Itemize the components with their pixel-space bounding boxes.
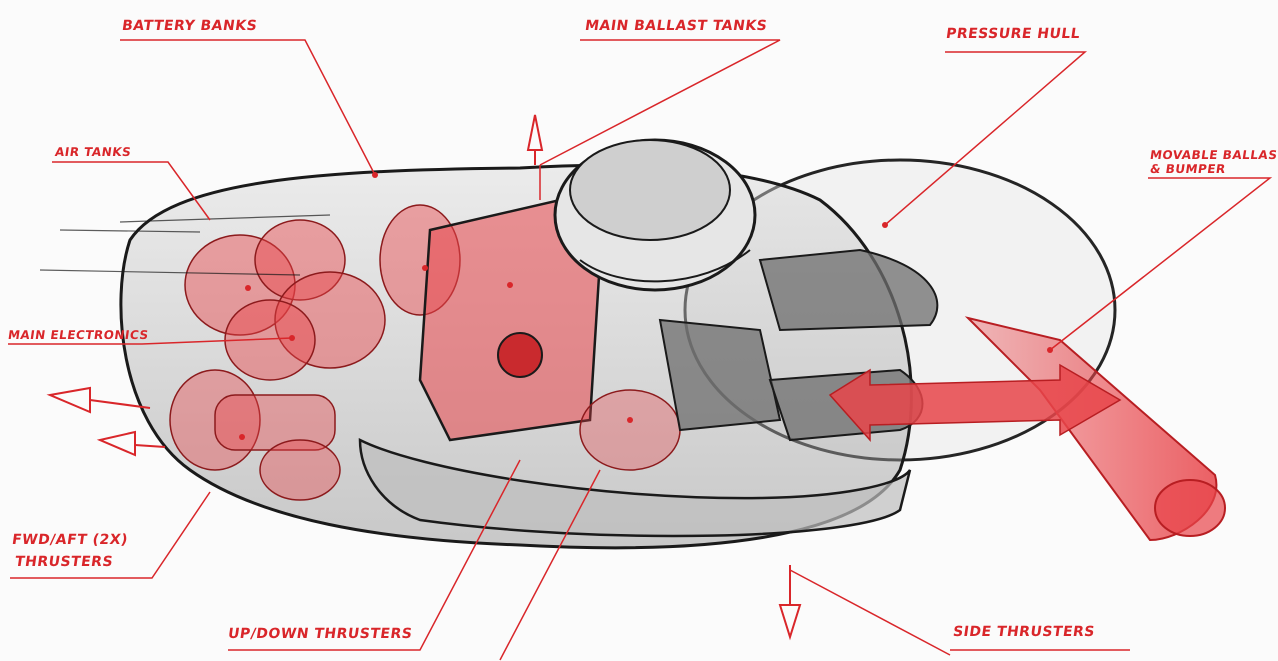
hatch-tower (553, 138, 757, 292)
battery-banks-shape (184, 204, 461, 381)
label-fwd-aft-thrusters-1: Fwd/Aft (2x) (10, 532, 130, 548)
label-dots (239, 172, 1053, 440)
fwd-thrust-arrows (46, 386, 166, 457)
cabin-seats (658, 248, 939, 442)
label-up-down-thrusters: Up/Down Thrusters (226, 626, 414, 642)
label-side-thrusters: Side Thrusters (951, 624, 1096, 640)
fwd-thrusters-shape (169, 369, 341, 501)
leader-lines (8, 39, 1273, 661)
ballast-port (497, 332, 543, 378)
label-fwd-aft-thrusters-2: Thrusters (13, 554, 115, 570)
label-main-electronics: Main Electronics (7, 328, 150, 342)
label-movable-ballast-2: & Bumper (1149, 162, 1227, 176)
movable-ballast-shape (964, 316, 1226, 542)
updown-thruster-shape (579, 389, 681, 471)
hull-skid (358, 437, 912, 538)
label-pressure-hull: Pressure Hull (944, 26, 1082, 42)
label-main-ballast-tanks: Main Ballast Tanks (583, 18, 769, 34)
motion-lines (39, 214, 331, 276)
ballast-motion-arrow (828, 363, 1122, 442)
vertical-thrust-arrows (526, 114, 802, 641)
label-battery-banks: Battery Banks (120, 18, 259, 34)
label-movable-ballast-1: Movable Ballast (1149, 148, 1278, 162)
label-air-tanks: Air Tanks (54, 145, 133, 159)
